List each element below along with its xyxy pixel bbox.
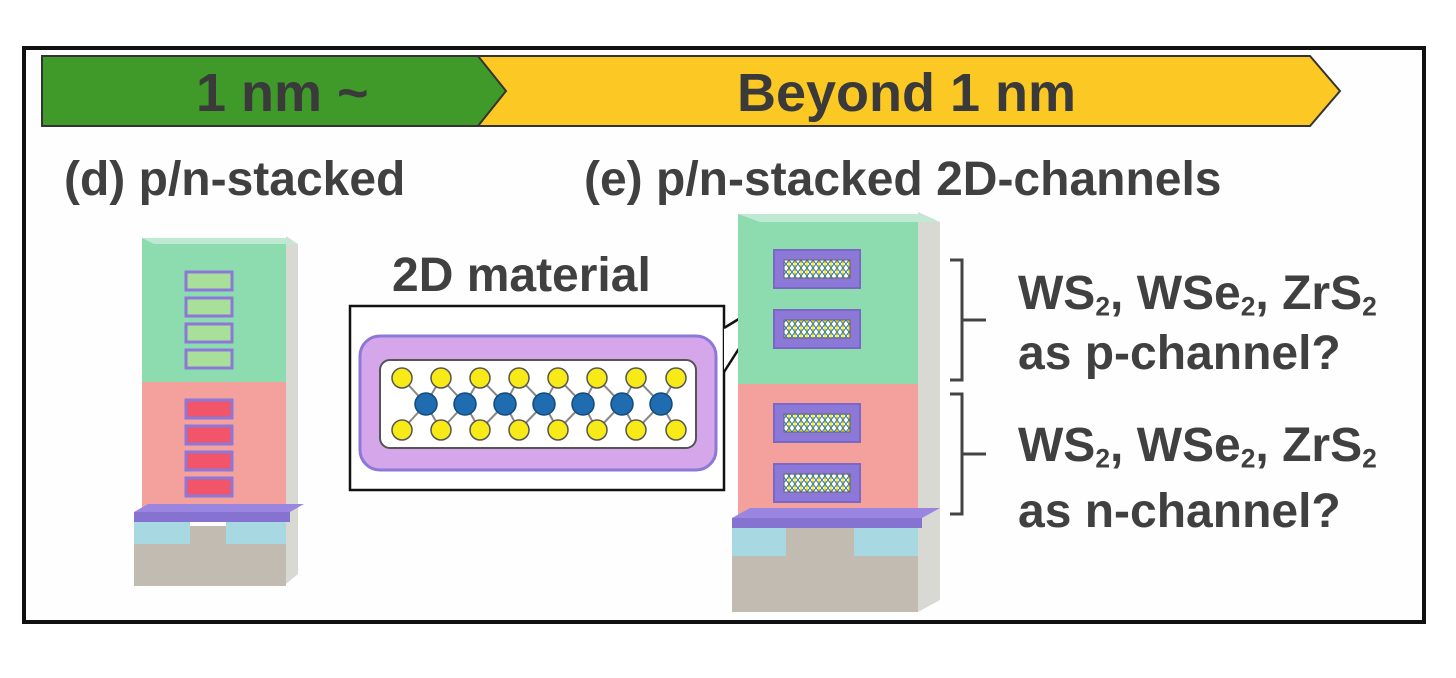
n-channel-bracket [950,392,986,516]
mos2-lattice [391,367,687,441]
device-e-n-channels [773,403,861,503]
p-channel-bracket [950,258,986,382]
device-d-side-face [286,236,298,584]
callout-label: 2D material [392,249,651,302]
n-channel-materials: WS2, WSe2, ZrS2 [1018,419,1377,474]
device-d-p-channels [184,270,234,370]
device-d-gate-contact [134,504,304,512]
device-e [732,212,940,612]
p-channel-materials: WS2, WSe2, ZrS2 [1018,267,1377,322]
device-e-side-face [918,212,940,612]
device-e-p-region [738,214,918,384]
device-d [134,236,304,586]
panel-e-label: (e) p/n-stacked 2D-channels [584,153,1222,206]
banner-label-1nm: 1 nm ~ [196,63,369,123]
device-d-top-face [142,238,298,244]
device-d-n-channels [184,398,234,498]
device-e-sti-left [732,526,786,556]
callout-2d-material [348,298,772,492]
banner-green-arrow [41,55,508,127]
panel-d-label: (d) p/n-stacked [64,153,406,206]
banner-label-beyond-1nm: Beyond 1 nm [737,63,1077,123]
device-e-substrate [732,552,918,612]
device-e-p-channels [773,249,861,349]
device-e-top-face [738,214,940,222]
n-channel-role: as n-channel? [1018,485,1341,538]
device-e-sti-right [854,526,918,556]
device-d-sti-left [134,522,190,544]
roadmap-banner [41,55,1342,127]
device-d-sti-right [226,522,286,544]
p-channel-role: as p-channel? [1018,327,1341,380]
device-e-gate-contact [732,508,940,518]
